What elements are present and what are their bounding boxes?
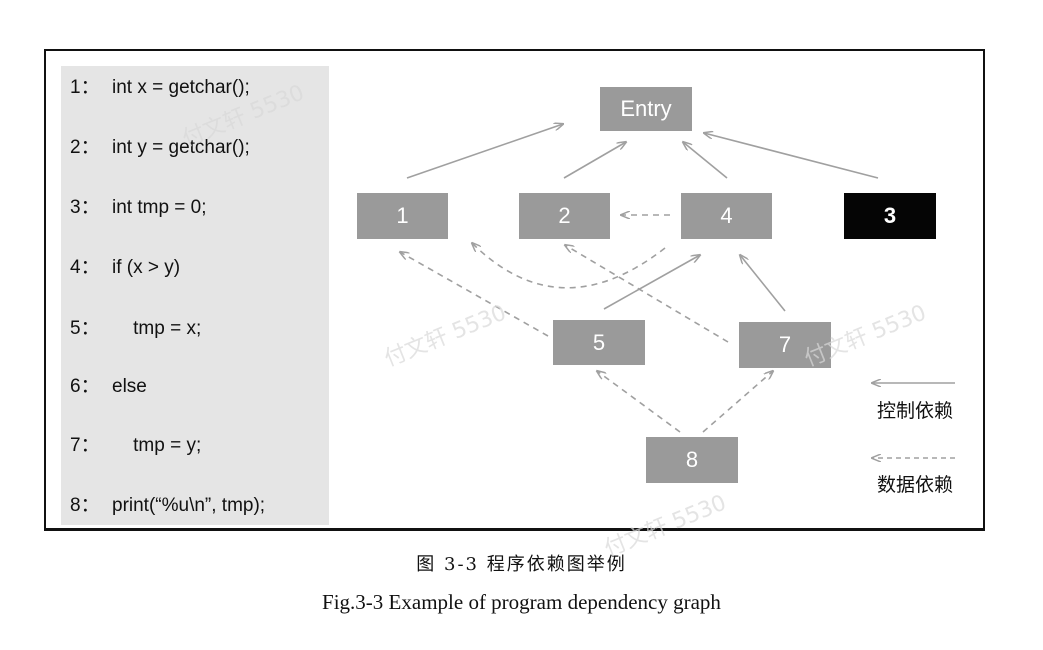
edge-control-n3-to-entry bbox=[704, 133, 879, 179]
code-text: print(“%u\n”, tmp); bbox=[112, 495, 266, 516]
edge-control-n2-to-entry bbox=[563, 142, 626, 179]
graph-node-n1: 1 bbox=[357, 193, 448, 239]
code-line: 3： int tmp = 0; bbox=[70, 192, 207, 219]
edge-control-n4-to-entry bbox=[683, 142, 728, 179]
code-text: tmp = x; bbox=[112, 318, 202, 339]
graph-node-n5: 5 bbox=[553, 320, 645, 365]
graph-node-n7: 7 bbox=[739, 322, 831, 368]
graph-node-n8: 8 bbox=[646, 437, 738, 483]
figure-caption-english: Fig.3-3 Example of program dependency gr… bbox=[322, 590, 721, 614]
edge-data-n8-to-n5 bbox=[597, 371, 681, 433]
graph-node-n2: 2 bbox=[519, 193, 610, 239]
code-text: if (x > y) bbox=[112, 257, 181, 278]
edge-control-n1-to-entry bbox=[406, 124, 563, 179]
code-text: int x = getchar(); bbox=[112, 77, 250, 98]
graph-node-n4: 4 bbox=[681, 193, 772, 239]
code-line: 7： tmp = y; bbox=[70, 430, 201, 457]
edge-data-n7-to-n2 bbox=[565, 245, 729, 343]
line-number: 2： bbox=[70, 137, 100, 158]
line-number: 3： bbox=[70, 197, 100, 218]
graph-node-entry: Entry bbox=[600, 87, 692, 131]
code-line: 1： int x = getchar(); bbox=[70, 72, 250, 99]
code-line: 4： if (x > y) bbox=[70, 252, 180, 279]
edge-control-n7-to-n4 bbox=[740, 255, 786, 312]
code-line: 2： int y = getchar(); bbox=[70, 132, 250, 159]
code-text: tmp = y; bbox=[112, 435, 202, 456]
line-number: 4： bbox=[70, 257, 100, 278]
legend-data-label: 数据依赖 bbox=[877, 474, 954, 496]
edge-data-n8-to-n7 bbox=[702, 371, 773, 433]
code-text: else bbox=[112, 376, 147, 397]
graph-node-n3: 3 bbox=[844, 193, 936, 239]
legend-control-label: 控制依赖 bbox=[877, 400, 954, 422]
line-number: 6： bbox=[70, 376, 100, 397]
figure-caption-chinese: 图 3-3 程序依赖图举例 bbox=[416, 554, 627, 575]
code-panel bbox=[61, 66, 329, 525]
code-line: 8： print(“%u\n”, tmp); bbox=[70, 490, 265, 517]
edge-data-n4-to-n1 bbox=[472, 243, 666, 289]
code-line: 6： else bbox=[70, 371, 147, 398]
line-number: 5： bbox=[70, 318, 100, 339]
line-number: 7： bbox=[70, 435, 100, 456]
line-number: 1： bbox=[70, 77, 100, 98]
code-line: 5： tmp = x; bbox=[70, 313, 201, 340]
line-number: 8： bbox=[70, 495, 100, 516]
edge-control-n5-to-n4 bbox=[603, 255, 700, 310]
legend bbox=[872, 383, 955, 458]
code-text: int y = getchar(); bbox=[112, 137, 250, 158]
code-text: int tmp = 0; bbox=[112, 197, 207, 218]
